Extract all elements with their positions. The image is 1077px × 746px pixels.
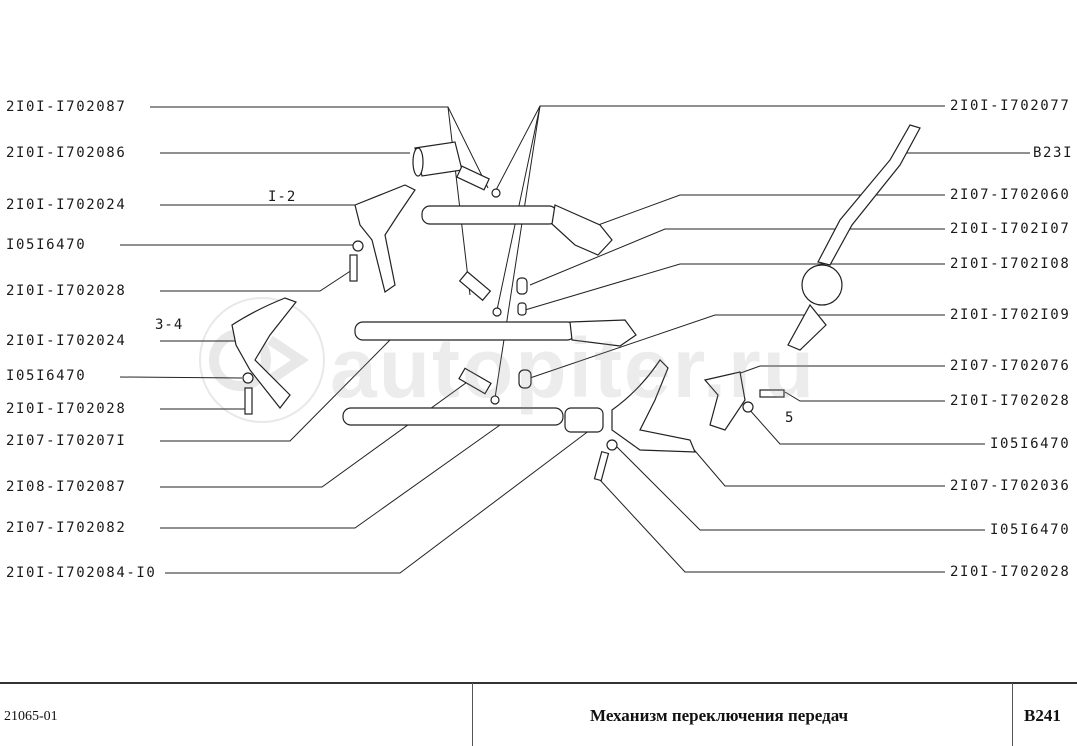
part-label-right-3: 2I07-I702060: [950, 187, 1071, 203]
bolts: [242, 240, 785, 482]
footer-separator-2: [1012, 683, 1013, 746]
part-label-left-4: I05I6470: [6, 237, 87, 253]
part-label-right-2: B23I: [1033, 145, 1074, 161]
part-label-right-12: 2I0I-I702028: [950, 564, 1071, 580]
part-label-right-5: 2I0I-I702I08: [950, 256, 1071, 272]
part-label-right-7: 2I07-I702076: [950, 358, 1071, 374]
shift-rod-lower: [342, 407, 564, 426]
bushing: [412, 141, 463, 177]
gear-lever: [564, 124, 921, 433]
fork-3-4: [231, 297, 297, 409]
footer-separator-1: [472, 683, 473, 746]
fork-5: [611, 359, 696, 453]
pins: [516, 277, 532, 389]
part-label-left-10: 2I08-I702087: [6, 479, 127, 495]
springs: [456, 165, 492, 395]
model-code: 21065-01: [4, 709, 58, 724]
part-label-left-9: 2I07-I70207I: [6, 433, 127, 449]
part-label-left-7: I05I6470: [6, 368, 87, 384]
part-label-right-4: 2I0I-I702I07: [950, 221, 1071, 237]
watermark-text: autopiter.ru: [330, 321, 817, 415]
gear-label-5: 5: [785, 410, 795, 426]
part-label-right-1: 2I0I-I702077: [950, 98, 1071, 114]
leader-lines-left: [119, 106, 591, 574]
part-label-left-8: 2I0I-I702028: [6, 401, 127, 417]
page-title: Механизм переключения передач: [590, 706, 849, 725]
part-label-left-5: 2I0I-I702028: [6, 283, 127, 299]
balls: [490, 188, 502, 405]
part-label-left-3: 2I0I-I702024: [6, 197, 127, 213]
shift-rod-upper: [421, 204, 613, 256]
part-label-left-12: 2I0I-I702084-I0: [6, 565, 157, 581]
leader-lines-right: [494, 105, 1030, 573]
part-label-right-6: 2I0I-I702I09: [950, 307, 1071, 323]
gear-label-3-4: 3-4: [155, 317, 184, 333]
page-code: B241: [1024, 706, 1061, 725]
part-label-left-1: 2I0I-I702087: [6, 99, 127, 115]
fork-1-2: [354, 184, 416, 293]
part-label-left-6: 2I0I-I702024: [6, 333, 127, 349]
shift-rod-middle: [354, 319, 637, 347]
part-label-right-10: 2I07-I702036: [950, 478, 1071, 494]
part-label-right-11: I05I6470: [990, 522, 1071, 538]
part-label-right-8: 2I0I-I702028: [950, 393, 1071, 409]
part-label-left-2: 2I0I-I702086: [6, 145, 127, 161]
part-label-right-9: I05I6470: [990, 436, 1071, 452]
part-label-left-11: 2I07-I702082: [6, 520, 127, 536]
footer-divider: [0, 682, 1077, 684]
gear-label-1-2: I-2: [268, 189, 297, 205]
